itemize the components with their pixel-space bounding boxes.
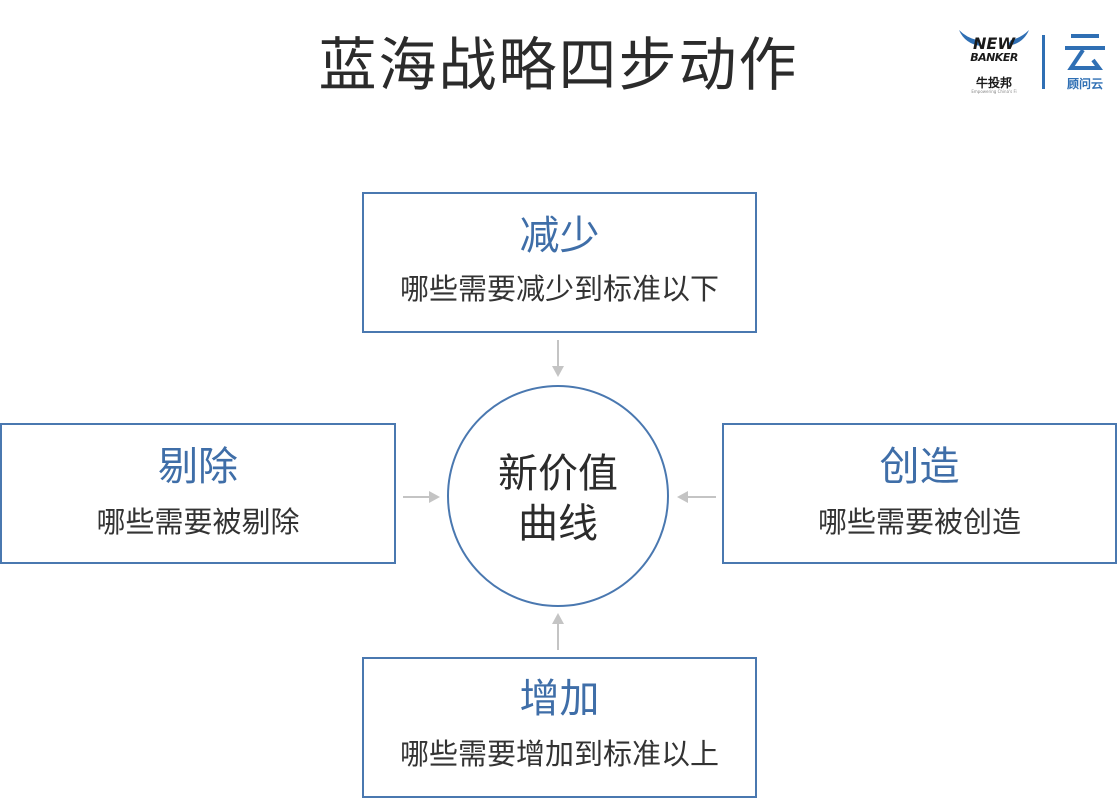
logo-divider — [1042, 35, 1045, 89]
raise-box: 增加 哪些需要增加到标准以上 — [362, 657, 757, 798]
bull-horns-icon — [959, 30, 1029, 46]
arrow-from-bottom — [552, 613, 564, 650]
eliminate-description: 哪些需要被剔除 — [96, 505, 300, 539]
guwenyun-logo: 云 顾问云 — [1055, 30, 1115, 94]
arrow-from-right — [677, 491, 716, 503]
value-curve-circle: 新价值 曲线 — [447, 385, 669, 607]
value-curve-label: 新价值 曲线 — [449, 449, 667, 549]
newbanker-line2: BANKER — [970, 51, 1018, 64]
reduce-box: 减少 哪些需要减少到标准以下 — [362, 192, 757, 333]
value-curve-line2: 曲线 — [518, 501, 598, 547]
cloud-glyph-icon: 云 — [1065, 34, 1105, 70]
raise-description: 哪些需要增加到标准以上 — [399, 737, 719, 771]
arrow-from-top — [552, 340, 564, 377]
eliminate-box: 剔除 哪些需要被剔除 — [0, 423, 396, 564]
arrow-from-left — [403, 491, 440, 503]
create-box: 创造 哪些需要被创造 — [722, 423, 1117, 564]
reduce-heading: 减少 — [519, 213, 600, 259]
reduce-description: 哪些需要减少到标准以下 — [399, 272, 719, 306]
value-curve-line1: 新价值 — [498, 451, 618, 497]
page-title: 蓝海战略四步动作 — [318, 31, 799, 99]
guwenyun-chinese: 顾问云 — [1066, 77, 1103, 91]
newbanker-chinese: 牛投邦 — [975, 76, 1012, 90]
create-description: 哪些需要被创造 — [817, 505, 1021, 539]
newbanker-line1: NEW — [973, 34, 1015, 53]
newbanker-tagline: Empowering China's Fi — [971, 89, 1017, 94]
raise-heading: 增加 — [519, 676, 600, 722]
create-heading: 创造 — [879, 444, 960, 490]
newbanker-logo: NEW BANKER 牛投邦 Empowering China's Fi — [955, 28, 1033, 94]
eliminate-heading: 剔除 — [158, 444, 238, 490]
